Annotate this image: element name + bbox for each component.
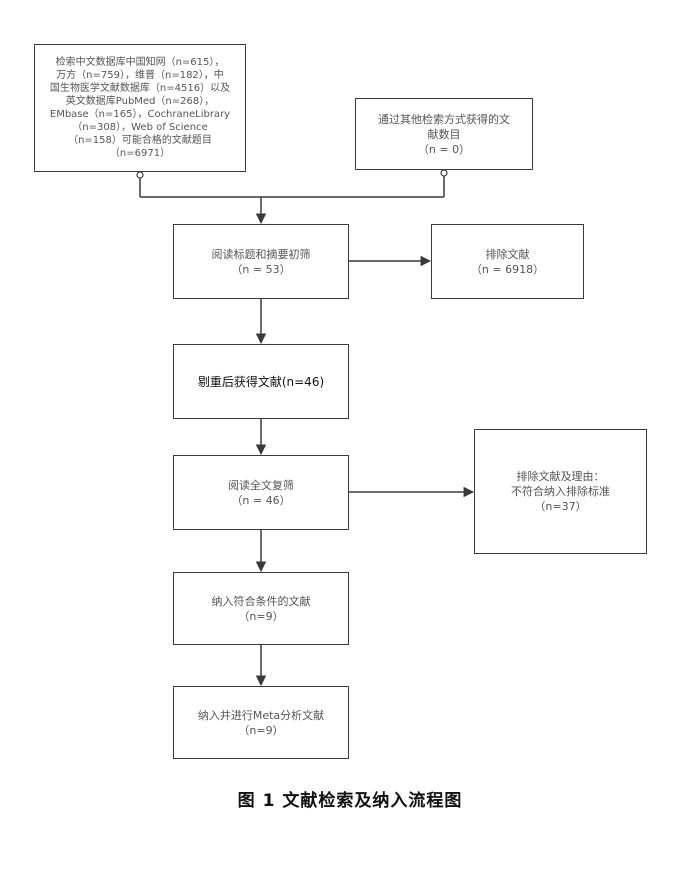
box-text-line: （n=6971） — [109, 148, 171, 159]
box-included-studies: 纳入符合条件的文献 （n=9） — [173, 572, 349, 645]
box-fulltext-screening: 阅读全文复筛 （n = 46） — [173, 455, 349, 530]
box-text-line: 国生物医学文献数据库（n=4516）以及 — [49, 83, 231, 94]
box-meta-analysis-studies: 纳入并进行Meta分析文献 （n=9） — [173, 686, 349, 759]
box-text-line: 纳入符合条件的文献 — [211, 594, 311, 608]
box-excluded-records: 排除文献 （n = 6918） — [431, 224, 584, 299]
box-text-line: 不符合纳入排除标准 — [511, 485, 610, 498]
figure-caption: 图 1 文献检索及纳入流程图 — [237, 791, 463, 811]
box-database-sources: 检索中文数据库中国知网（n=615）， 万方（n=759），维普（n=182），… — [34, 44, 246, 172]
box-text-line: 排除文献 — [485, 247, 530, 261]
box-text-line: （n=37） — [534, 500, 587, 513]
connector-node-other — [440, 169, 448, 177]
box-text-line: 纳入并进行Meta分析文献 — [197, 708, 325, 722]
box-text-line: 英文数据库PubMed（n=268）， — [65, 96, 215, 107]
box-text-line: 献数目 — [427, 127, 461, 141]
box-text-line: （n=308），Web of Science — [72, 122, 208, 133]
box-text-line: （n=9） — [238, 723, 284, 737]
box-text-line: 排除文献及理由： — [516, 470, 605, 483]
box-deduplicated-records: 剔重后获得文献(n=46) — [173, 344, 349, 419]
box-text-line: 万方（n=759），维普（n=182），中 — [56, 70, 224, 81]
box-text-line: （n=9） — [238, 609, 284, 623]
box-text-line: 检索中文数据库中国知网（n=615）， — [55, 57, 225, 68]
box-title-abstract-screening: 阅读标题和摘要初筛 （n = 53） — [173, 224, 349, 299]
box-text-line: EMbase（n=165），CochraneLibrary — [49, 109, 231, 120]
box-text-line: （n = 46） — [231, 493, 291, 507]
box-text-line: 阅读全文复筛 — [228, 478, 294, 492]
connector-node-sources — [136, 171, 144, 179]
box-text-line: （n = 53） — [231, 262, 291, 276]
box-text-line: （n = 0） — [417, 142, 471, 156]
box-text-line: 阅读标题和摘要初筛 — [211, 247, 311, 261]
box-excluded-with-reasons: 排除文献及理由： 不符合纳入排除标准 （n=37） — [474, 429, 647, 554]
box-text-line: （n = 6918） — [470, 262, 545, 276]
box-text-line: 通过其他检索方式获得的文 — [378, 112, 510, 126]
box-text-line: 剔重后获得文献(n=46) — [197, 374, 325, 389]
box-text-line: （n=158）可能合格的文献题目 — [68, 135, 212, 146]
box-other-sources: 通过其他检索方式获得的文 献数目 （n = 0） — [355, 98, 533, 170]
